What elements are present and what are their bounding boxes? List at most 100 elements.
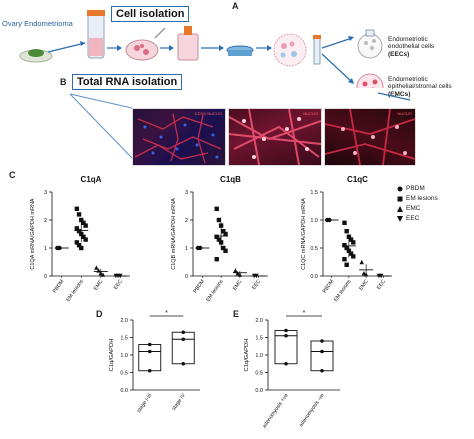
series-em-lesions	[341, 220, 356, 267]
x-tick-label: EEC	[376, 279, 387, 291]
data-point	[223, 231, 228, 237]
y-tick-label: 2.0	[255, 318, 263, 324]
y-axis-label: C1QC mRNA/GAPDH mRNA	[301, 198, 307, 270]
data-point	[214, 257, 219, 262]
series-em-lesions	[214, 206, 229, 262]
data-point	[147, 368, 152, 373]
data-point	[74, 240, 80, 245]
y-tick-label: 2.0	[120, 318, 128, 324]
chart-title: C1qC	[347, 175, 368, 184]
data-point	[344, 262, 349, 267]
x-tick-label: EMC	[93, 279, 105, 292]
data-point	[83, 237, 88, 242]
data-point	[348, 251, 354, 256]
x-tick-label: PBDM	[322, 279, 336, 295]
series-em-lesions	[74, 206, 89, 251]
data-point	[237, 272, 243, 277]
series-eec	[376, 273, 391, 279]
box-1	[138, 342, 162, 373]
legend-item-emc: EMC	[396, 204, 438, 214]
y-tick-label: 2	[44, 218, 47, 224]
y-tick-label: 0.0	[255, 388, 263, 394]
data-point	[284, 361, 288, 366]
series-eec	[251, 273, 266, 279]
data-point	[221, 245, 226, 251]
chart-title: C1qA	[81, 175, 102, 184]
y-tick-label: 0.5	[120, 371, 128, 377]
box-body	[171, 331, 195, 365]
y-tick-label: 0	[44, 274, 47, 280]
data-point	[320, 368, 324, 373]
y-axis-label: C1QA mRNA/GAPDH mRNA	[30, 198, 36, 270]
box-1	[274, 328, 298, 366]
series-eec	[113, 273, 128, 279]
y-tick-label: 0.5	[255, 371, 263, 377]
workflow-illustration	[19, 10, 384, 88]
data-point	[233, 268, 238, 273]
data-point	[83, 223, 88, 228]
panel-c-label: C	[9, 170, 16, 180]
data-point	[147, 342, 152, 347]
eec-caption: Endometriotic endothelial cells (EECs)	[388, 36, 435, 58]
data-point	[76, 229, 82, 234]
microscopy-image-emc-2: NUCLEI	[324, 108, 416, 166]
y-axis-label: C1q/GAPDH	[109, 339, 115, 372]
data-point	[351, 240, 356, 245]
data-point	[74, 226, 80, 231]
y-tick-label: 3	[185, 190, 188, 196]
data-point	[284, 328, 288, 333]
data-point	[76, 243, 82, 248]
legend-item-em-lesions: EM lesions	[396, 194, 438, 204]
data-point	[342, 220, 347, 225]
x-tick-label: stage I-III	[136, 393, 153, 414]
data-point	[284, 333, 288, 338]
cell-isolation-title: Cell isolation	[111, 6, 190, 22]
x-tick-label: adenomyosis -ve	[298, 393, 325, 429]
x-tick-label: stage IV	[171, 392, 187, 411]
data-point	[320, 349, 324, 354]
data-point	[342, 243, 347, 248]
x-tick-label: EEC	[113, 279, 124, 291]
box-2	[310, 339, 334, 373]
box-body	[138, 344, 162, 372]
source-label: Ovary Endometrioma	[2, 19, 73, 28]
y-tick-label: 1.0	[310, 218, 318, 224]
panel-b-label: B	[60, 77, 67, 87]
data-point	[100, 272, 106, 277]
data-point	[216, 237, 222, 242]
emc-caption: Endometriotic epithelial/stromal cells (…	[388, 76, 452, 98]
y-tick-label: 1.0	[120, 353, 128, 359]
data-point	[181, 337, 186, 342]
legend-item-pbdm: PBDM	[396, 184, 438, 194]
data-point	[81, 234, 86, 239]
data-point	[214, 206, 219, 211]
data-point	[181, 330, 186, 335]
legend-item-eec: EEC	[396, 214, 438, 224]
data-point	[351, 254, 356, 259]
y-tick-label: 2	[185, 218, 188, 224]
y-tick-label: 1.5	[255, 336, 263, 342]
x-tick-label: adenomyosis +ve	[261, 393, 289, 430]
x-tick-label: EMC	[358, 279, 370, 292]
data-point	[81, 220, 86, 225]
data-point	[223, 248, 228, 253]
significance-label: *	[165, 310, 168, 317]
legend: PBDM EM lesions EMC EEC	[396, 184, 438, 224]
y-tick-label: 1	[185, 246, 188, 252]
y-tick-label: 0.0	[120, 388, 128, 394]
series-emc	[232, 268, 247, 277]
panel-a-label: A	[232, 1, 239, 11]
series-emc	[359, 259, 374, 277]
y-tick-label: 1.0	[255, 353, 263, 359]
data-point	[344, 245, 349, 251]
data-point	[214, 234, 219, 239]
x-tick-label: PBDM	[192, 279, 206, 295]
y-tick-label: 0.5	[310, 246, 318, 252]
y-axis-label: C1QB mRNA/GAPDH mRNA	[171, 198, 177, 270]
data-point	[359, 259, 364, 265]
data-point	[342, 257, 347, 262]
